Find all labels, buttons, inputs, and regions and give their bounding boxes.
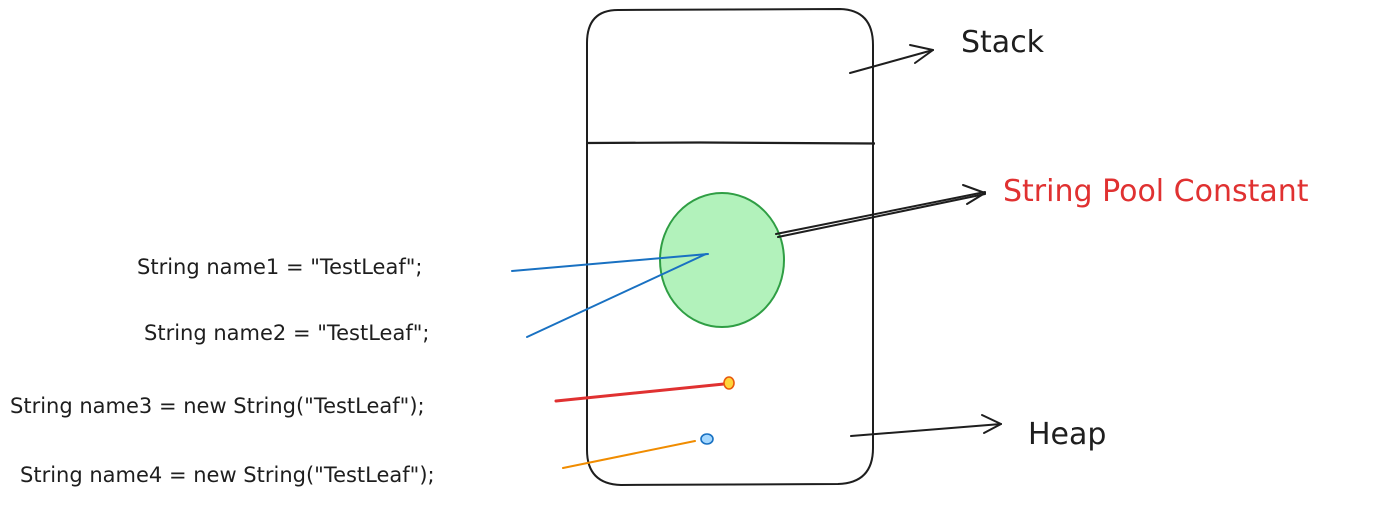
stack-heap-divider [586,141,876,145]
code-line-name2: String name2 = "TestLeaf"; [144,321,430,345]
name3-object-dot [723,376,735,390]
heap-arrow [850,414,1002,437]
string-pool-circle [659,192,785,328]
name2-pointer-line [526,253,707,338]
memory-container [586,8,874,486]
name4-pointer-line [562,440,696,469]
string-pool-label: String Pool Constant [1003,174,1309,209]
stack-label: Stack [961,25,1045,60]
pool-arrow [775,184,986,238]
heap-label: Heap [1028,417,1107,452]
name1-pointer-line [511,253,709,272]
code-line-name1: String name1 = "TestLeaf"; [137,255,423,279]
name4-object-dot [700,433,714,445]
name3-pointer-line [554,382,726,403]
stack-arrow [849,44,934,74]
code-line-name4: String name4 = new String("TestLeaf"); [20,463,435,487]
code-line-name3: String name3 = new String("TestLeaf"); [10,394,425,418]
